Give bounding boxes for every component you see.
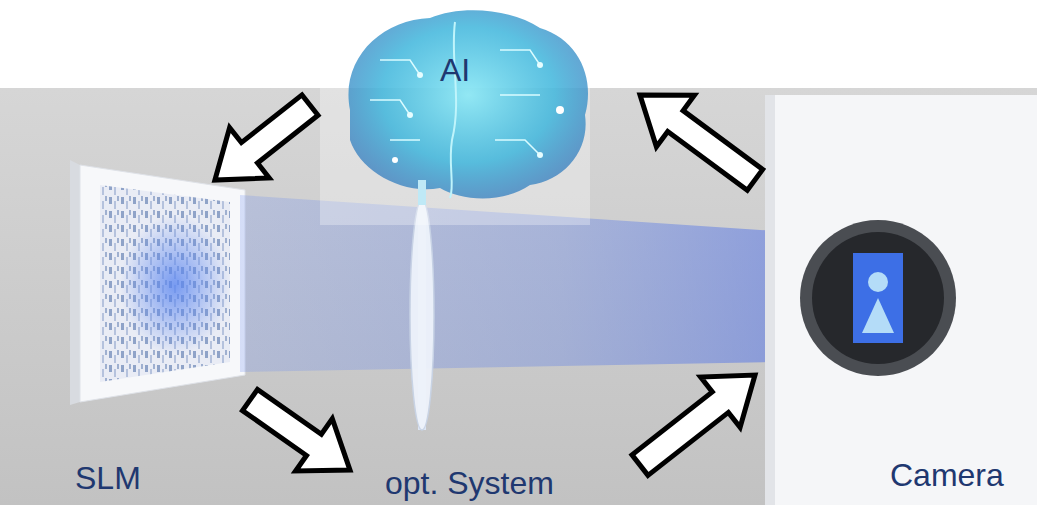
component-label: SLM [75, 460, 141, 497]
component-label: opt. System [385, 465, 554, 502]
camera [765, 95, 1037, 505]
block-arrow [243, 389, 351, 471]
component-label: Camera [890, 457, 1004, 494]
brain-illustration [320, 0, 590, 225]
slm-panel [70, 160, 245, 405]
component-label: AI [440, 52, 470, 89]
optics-node: opt. System [350, 230, 640, 505]
ai-node: AI [310, 0, 640, 225]
block-arrow [640, 95, 763, 190]
block-arrow [632, 375, 755, 475]
lens [410, 190, 434, 430]
block-arrow [215, 95, 318, 180]
slm-node: SLM [65, 180, 250, 500]
camera-node: Camera [755, 95, 1037, 505]
